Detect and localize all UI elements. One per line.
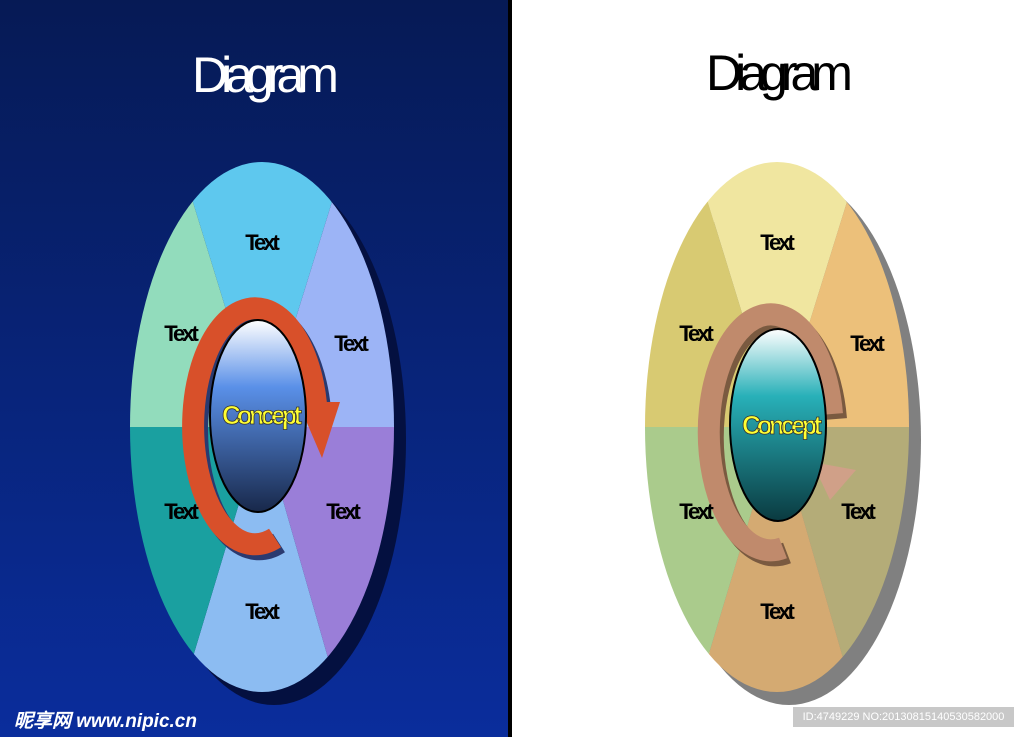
segment-label-top: Text [245,230,280,255]
segment-label-upper-right: Text [850,331,885,356]
segment-label-lower-right: Text [326,499,361,524]
concept-label: Concept [742,410,822,440]
segment-label-upper-left: Text [679,321,714,346]
watermark: 昵享网 www.nipic.cn [14,711,197,732]
segment-label-bottom: Text [245,599,280,624]
segment-label-upper-right: Text [334,331,369,356]
segment-top [180,162,345,427]
segment-label-upper-left: Text [164,321,199,346]
segment-bottom [180,427,340,692]
arrow-head [298,402,340,458]
segment-label-top: Text [760,230,795,255]
segment-label-lower-left: Text [679,499,714,524]
right-diagram: Diagram Concept Text Text Text Text Text… [645,45,921,705]
image-id-label: ID:4749229 NO:20130815140530582000 [793,707,1014,727]
diagram-title: Diagram [706,45,850,101]
segment-label-lower-left: Text [164,499,199,524]
concept-orb [729,328,827,522]
cycle-arrow [697,303,843,562]
diagram-title: Diagram [192,47,336,103]
arrow-head [812,462,856,500]
panel-divider [508,0,512,737]
concept-orb [209,319,307,513]
segment-label-bottom: Text [760,599,795,624]
segment-label-lower-right: Text [841,499,876,524]
concept-label: Concept [222,400,302,430]
segment-top [695,162,860,427]
cycle-arrow [182,297,327,556]
